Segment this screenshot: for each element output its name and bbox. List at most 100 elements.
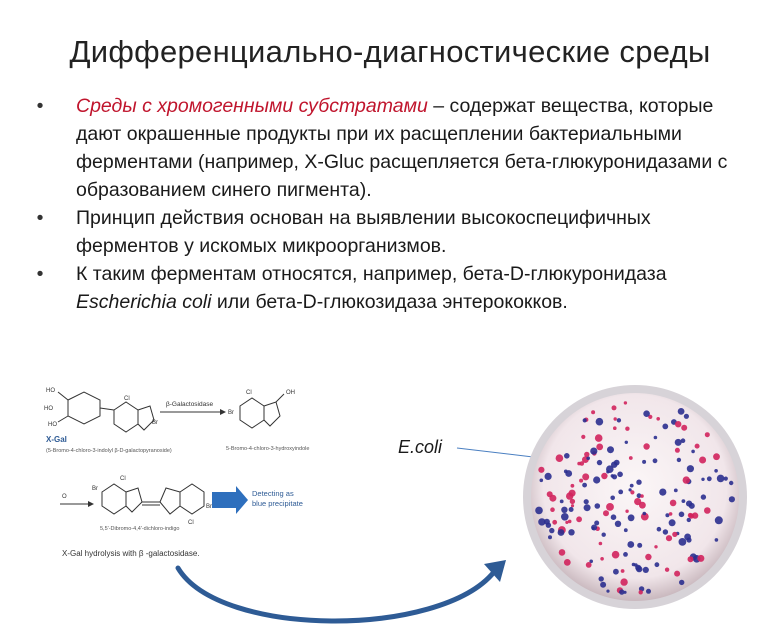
colony: [535, 506, 543, 515]
colony: [623, 401, 628, 405]
colonies: [535, 401, 735, 595]
colony: [623, 528, 628, 533]
colony: [611, 550, 620, 559]
colony: [568, 507, 574, 512]
colony: [686, 465, 694, 473]
dimer-desc: 5,5'-Dibromo-4,4'-dichloro-indigo: [100, 526, 179, 532]
colony: [662, 423, 669, 430]
colony: [634, 498, 642, 506]
colony: [636, 479, 642, 485]
colony: [704, 507, 711, 514]
detect-line1: Detecting as: [252, 489, 294, 498]
colony: [680, 438, 686, 443]
colony: [594, 503, 601, 509]
colony: [613, 426, 617, 430]
colony: [623, 552, 628, 557]
colony: [656, 526, 662, 532]
colony: [600, 581, 607, 588]
colony: [606, 470, 610, 474]
colony: [672, 531, 678, 537]
colony: [619, 589, 625, 595]
svg-text:Br: Br: [206, 504, 212, 510]
colony: [591, 410, 596, 415]
svg-text:Cl: Cl: [124, 396, 130, 402]
colony: [639, 501, 646, 509]
colony: [714, 538, 719, 542]
svg-text:OH: OH: [286, 390, 295, 396]
colony: [568, 529, 575, 536]
colony: [557, 529, 565, 536]
colony: [682, 476, 690, 484]
colony: [549, 527, 555, 534]
colony: [676, 457, 682, 463]
colony: [593, 476, 601, 484]
colony: [728, 496, 735, 503]
product-desc: 5-Bromo-4-chloro-3-hydroxyindole: [226, 446, 309, 452]
bullet-text: Принцип действия основан на выявлении вы…: [76, 207, 651, 257]
colony: [582, 418, 587, 423]
detect-line2: blue precipitate: [252, 499, 303, 508]
colony: [601, 472, 608, 480]
colony: [668, 512, 673, 516]
colony: [694, 443, 700, 449]
colony: [624, 440, 628, 444]
colony: [595, 417, 604, 426]
colony: [596, 443, 604, 451]
colony: [713, 453, 720, 461]
colony: [591, 524, 598, 531]
bullet-text: – содержат вещества, которые дают окраше…: [76, 95, 728, 201]
indigo-dimer-structure: [101, 483, 205, 515]
colony: [607, 446, 614, 454]
colony: [589, 559, 593, 564]
colony: [648, 414, 653, 419]
colony: [601, 532, 606, 537]
bullet-dot: •: [36, 95, 44, 117]
colony: [620, 578, 628, 586]
colony: [714, 469, 718, 473]
colony: [579, 478, 584, 483]
colony: [594, 434, 603, 442]
colony: [723, 476, 728, 481]
colony: [628, 488, 632, 492]
colony: [665, 513, 670, 518]
colony: [577, 461, 581, 466]
bullet-highlight: Среды с хромогенными субстратами: [76, 95, 428, 117]
colony: [590, 447, 598, 455]
colony: [620, 569, 625, 573]
colony: [610, 474, 615, 478]
colony: [581, 434, 586, 439]
colony: [611, 461, 618, 468]
colony: [628, 456, 633, 460]
colony: [674, 447, 680, 453]
colony: [559, 499, 564, 504]
bullet-italic: Escherichia coli: [76, 291, 212, 313]
xgal-structure: [57, 391, 155, 433]
colony: [610, 514, 617, 520]
colony: [583, 504, 591, 512]
colony: [640, 512, 649, 521]
colony: [539, 478, 544, 483]
dish-agar: [531, 393, 739, 601]
colony: [565, 520, 569, 524]
colony: [643, 410, 650, 417]
colony: [546, 491, 553, 498]
scheme-caption: X-Gal hydrolysis with β -galactosidase.: [62, 549, 200, 558]
colony: [638, 590, 643, 595]
colony: [569, 498, 576, 505]
colony: [673, 488, 678, 493]
colony: [606, 503, 614, 511]
colony: [642, 511, 647, 516]
colony: [656, 417, 660, 421]
colony: [576, 516, 582, 523]
colony: [627, 541, 635, 548]
colony: [582, 473, 590, 481]
colony: [579, 461, 585, 466]
svg-text:Cl: Cl: [120, 476, 126, 482]
colony: [654, 545, 658, 549]
svg-text:Cl: Cl: [188, 520, 194, 526]
colony: [691, 449, 695, 454]
colony: [617, 471, 623, 478]
colony: [568, 489, 576, 497]
svg-text:HO: HO: [44, 406, 53, 412]
colony: [625, 426, 630, 431]
